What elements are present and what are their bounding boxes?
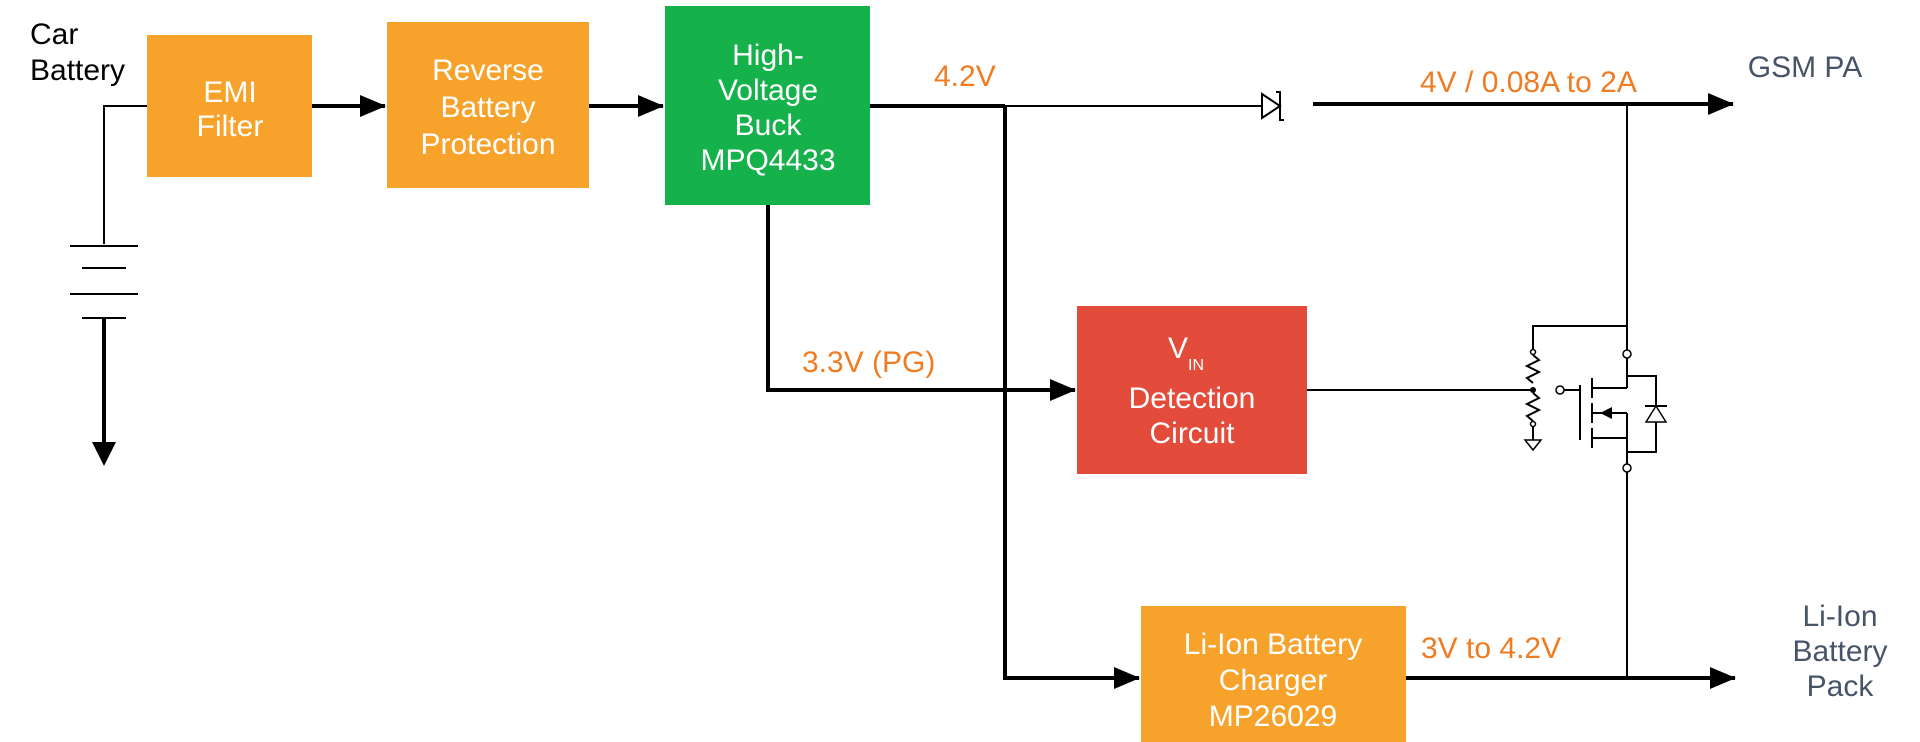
emi-filter-line1: EMI <box>203 76 256 109</box>
charger-line1: Li-Ion Battery <box>1184 628 1362 661</box>
liion-pack-label-2: Battery <box>1792 635 1887 668</box>
emi-filter-box <box>147 35 312 177</box>
buck-line1: High- <box>732 39 804 72</box>
reverse-protection-line2: Battery <box>440 91 535 124</box>
mosfet-switch-icon <box>1523 325 1668 473</box>
buck-line4: MPQ4433 <box>700 144 835 177</box>
reverse-protection-line3: Protection <box>420 128 555 161</box>
vin-detection-line3: Circuit <box>1149 417 1235 450</box>
battery-voltage-label: 3V to 4.2V <box>1421 632 1561 665</box>
pg-to-detect-arrow <box>766 205 1076 401</box>
voltage-42v-label: 4.2V <box>934 60 996 93</box>
battery-symbol <box>70 105 147 466</box>
reverse-protection-line1: Reverse <box>432 54 544 87</box>
liion-pack-label-1: Li-Ion <box>1802 600 1877 633</box>
buck-converter-block: High- Voltage Buck MPQ4433 <box>665 6 870 205</box>
car-battery-label-2: Battery <box>30 54 125 87</box>
rail-to-charger-arrow <box>1003 106 1140 689</box>
charger-box <box>1141 606 1406 742</box>
gsm-voltage-label: 4V / 0.08A to 2A <box>1420 66 1637 99</box>
charger-block: Li-Ion Battery Charger MP26029 <box>1141 606 1406 742</box>
vin-detection-line2: Detection <box>1129 382 1256 415</box>
buck-converter-box <box>665 6 870 205</box>
buck-line3: Buck <box>735 109 803 142</box>
buck-line2: Voltage <box>718 74 818 107</box>
vin-v: V <box>1168 332 1188 365</box>
reverse-protection-block: Reverse Battery Protection <box>387 22 589 188</box>
ground-arrow-icon <box>92 442 116 466</box>
liion-pack-label-3: Pack <box>1807 670 1875 703</box>
gsm-pa-label: GSM PA <box>1748 51 1862 84</box>
vin-detection-line1: VIN <box>1168 332 1204 374</box>
emi-filter-line2: Filter <box>197 110 264 143</box>
reverse-protection-box <box>387 22 589 188</box>
car-battery-label: Car <box>30 18 78 51</box>
emi-filter-block: EMI Filter <box>147 35 312 177</box>
vin-subscript: IN <box>1188 357 1204 374</box>
vin-detection-block: VIN Detection Circuit <box>1077 306 1307 474</box>
diode-icon <box>1261 91 1284 121</box>
vin-detection-box <box>1077 306 1307 474</box>
pg-voltage-label: 3.3V (PG) <box>802 346 935 379</box>
charger-line2: Charger <box>1219 664 1327 697</box>
charger-line3: MP26029 <box>1209 700 1337 733</box>
